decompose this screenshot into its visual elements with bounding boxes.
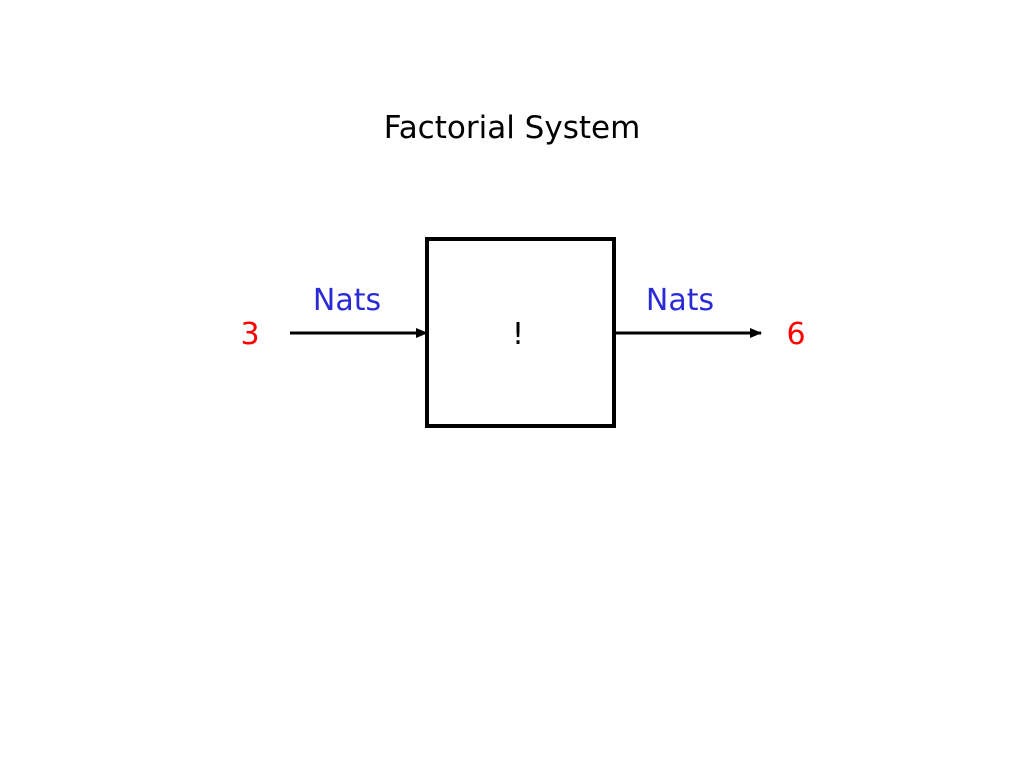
input-value: 3: [240, 317, 259, 352]
input-type-label: Nats: [313, 283, 381, 318]
output-type-label: Nats: [646, 283, 714, 318]
output-value: 6: [786, 317, 805, 352]
operator-label: !: [512, 317, 524, 352]
diagram-title: Factorial System: [383, 110, 641, 146]
